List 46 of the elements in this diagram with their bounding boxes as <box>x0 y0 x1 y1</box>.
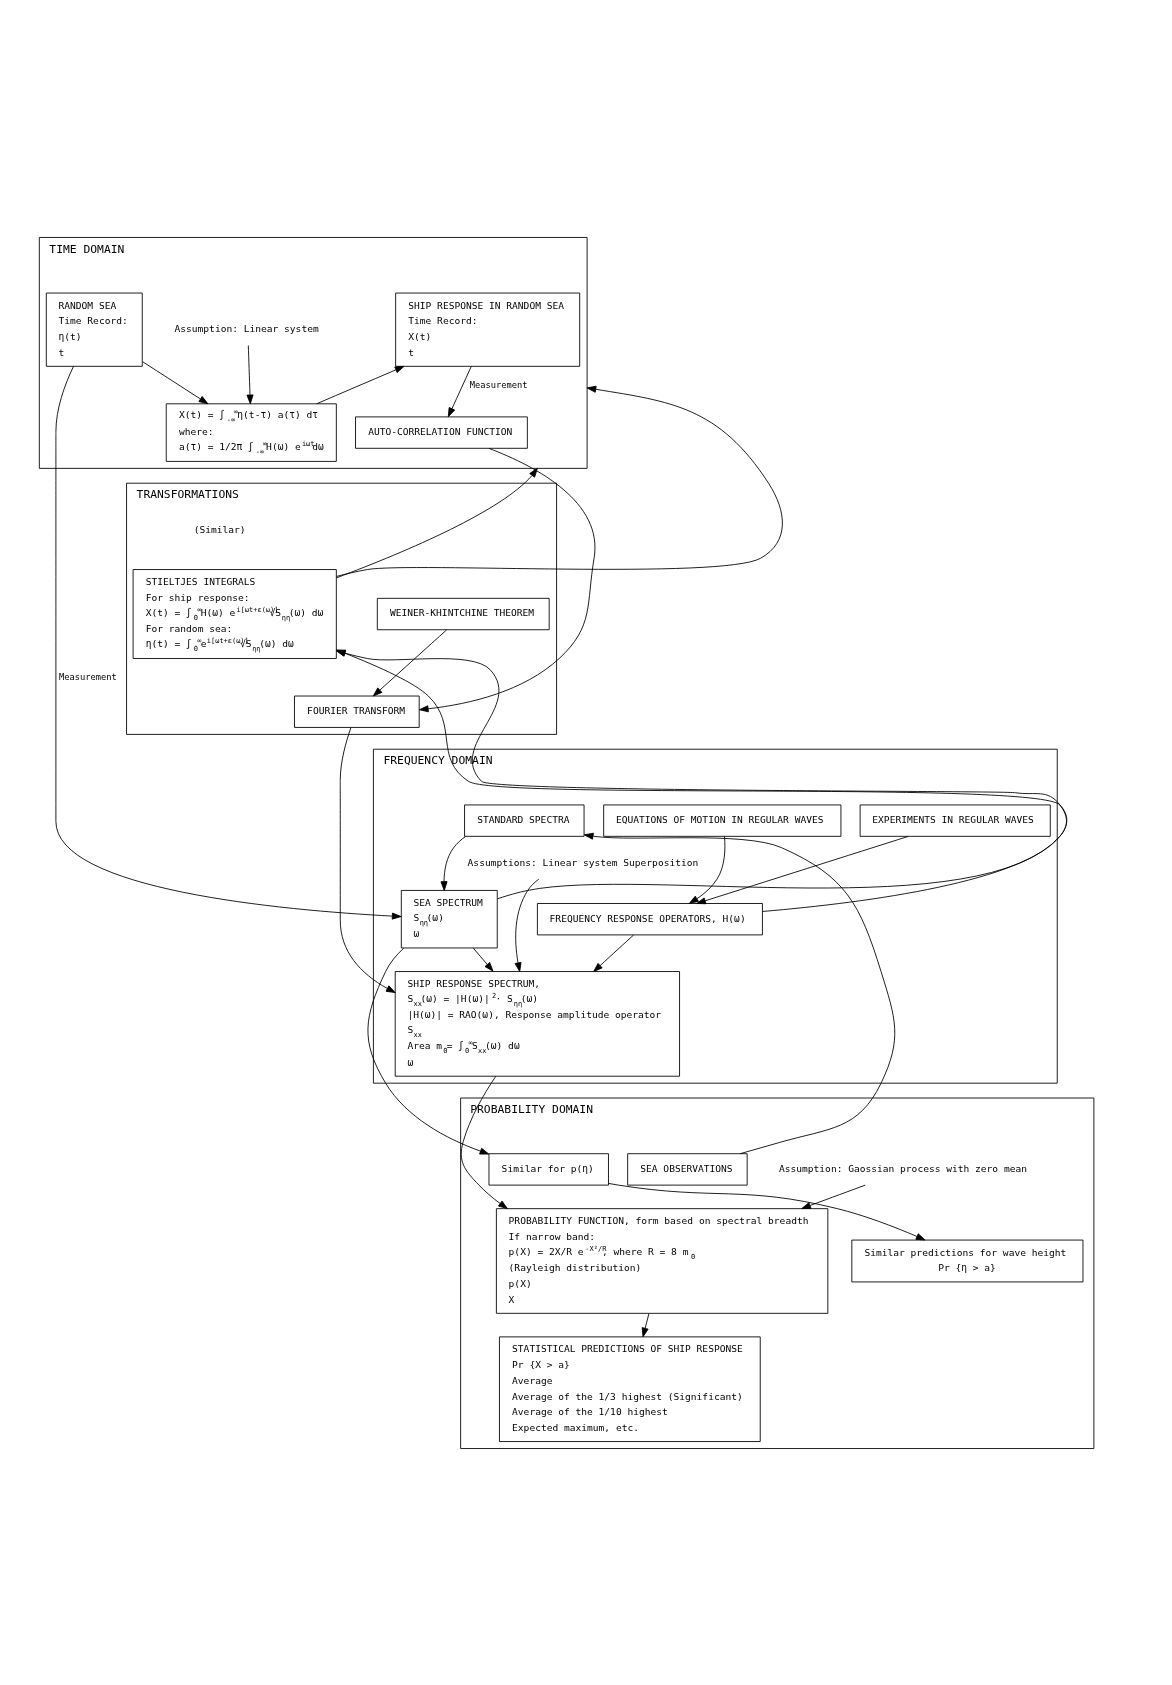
arrow <box>418 447 596 712</box>
node-box: STATISTICAL PREDICTIONS OF SHIP RESPONSE Pr {X > a} Average Average of the 1/3 highest (Significant) Average of the 1/10 highest Expected maximum, etc. <box>499 1335 761 1442</box>
arrow <box>372 628 448 696</box>
arrow <box>801 1184 866 1209</box>
node-box: EXPERIMENTS IN REGULAR WAVES <box>859 804 1051 837</box>
node-box: Similar predictions for wave height Pr {η > a} <box>851 1239 1084 1282</box>
arrow <box>608 1182 926 1240</box>
node-box: SHIP RESPONSE IN RANDOM SEA Time Record: X(t) t <box>395 292 581 367</box>
arrow <box>447 365 472 417</box>
node-box: STIELTJES INTEGRALS For ship response: X(t) = ∫$_{0}$$^{∞}$H(ω) e$^{i[ωt+ε(ω)]}$√S$_{ηη}$(ω) dω For random sea: η(t) = ∫$_{0}$$^{∞}$e$^{i[ωt+ε(ω)]}$√S$_{ηη}$(ω) dω <box>132 568 337 659</box>
node-box: PROBABILITY FUNCTION, form based on spectral breadth If narrow band: p(X) = 2X/R e$^{-X²/R}$, where R = 8 m$_{0}$ (Rayleigh distribution) p(X) X <box>495 1207 829 1314</box>
arrow <box>246 344 254 404</box>
node-text: Assumption: Gaossian process with zero mean <box>779 1162 1027 1174</box>
node-box: STANDARD SPECTRA <box>464 804 585 837</box>
arrow <box>367 947 490 1155</box>
node-box: SEA OBSERVATIONS <box>627 1152 748 1186</box>
node-box: AUTO-CORRELATION FUNCTION <box>355 415 528 449</box>
arrow <box>583 832 896 1154</box>
node-box: FREQUENCY RESPONSE OPERATORS, H(ω) <box>536 902 763 935</box>
arrow <box>472 947 494 972</box>
arrow <box>339 726 396 993</box>
node-box: SEA SPECTRUM S$_{ηη}$(ω) ω <box>400 889 498 948</box>
arrow <box>689 835 726 904</box>
arrow <box>336 467 538 578</box>
arrow <box>593 934 634 972</box>
arrow <box>142 360 209 404</box>
node-box: X(t) = ∫$_{-∞}$$^{∞}$η(t-τ) a(τ) dτ where: a(τ) = 1/2π ∫$_{-∞}$$^{∞}$H(ω) e$^{iωt}$dω <box>165 402 337 462</box>
arrow <box>316 365 405 404</box>
node-box: Similar for p(η) <box>488 1152 609 1186</box>
node-box: EQUATIONS OF MOTION IN REGULAR WAVES <box>603 804 842 837</box>
arrow <box>514 878 540 972</box>
node-text: Assumption: Linear system <box>174 322 319 334</box>
arrow <box>641 1312 650 1337</box>
arrow <box>460 1075 508 1209</box>
node-box: SHIP RESPONSE SPECTRUM, S$_{xx}$(ω) = |H(ω)|$^{2}$· S$_{ηη}$(ω) |H(ω)| = RAO(ω), Response amplitude operator S$_{xx}$ Area m$_{0}$= ∫$_{0}$$^{∞}$S$_{xx}$(ω) dω ω <box>394 970 680 1077</box>
node-box: WEINER-KHINTCHINE THEOREM <box>376 597 550 630</box>
arrow <box>335 385 783 577</box>
node-box: RANDOM SEA Time Record: η(t) t <box>45 292 143 367</box>
arrow <box>55 365 402 920</box>
arrow <box>440 835 467 891</box>
arrow <box>696 835 909 904</box>
label: (Similar) <box>193 523 246 535</box>
node-text: Assumptions: Linear system Superposition <box>467 856 699 868</box>
edge-label: Measurement <box>58 671 117 682</box>
edge-label: Measurement <box>469 379 528 390</box>
node-box: FOURIER TRANSFORM <box>294 695 420 728</box>
